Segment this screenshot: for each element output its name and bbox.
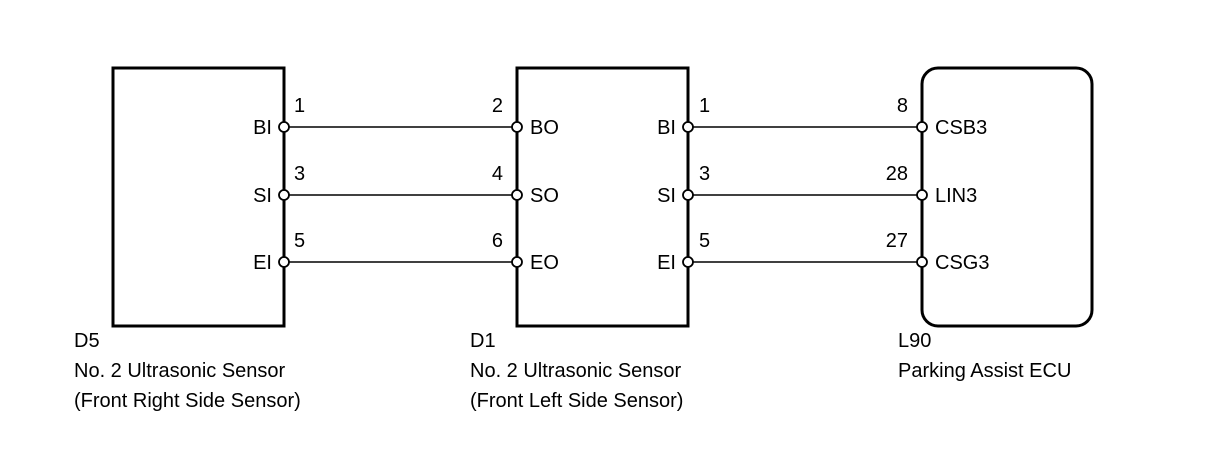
d1-pin-name: BO (530, 117, 559, 139)
d1-pin-number: 4 (492, 163, 503, 185)
l90-code: L90 (898, 330, 931, 352)
d1-code: D1 (470, 330, 496, 352)
l90-pin-number: 28 (886, 163, 908, 185)
terminal-d5-si (278, 189, 290, 201)
terminal-d5-ei (278, 256, 290, 268)
d1-pin-name: EO (530, 252, 559, 274)
l90-pin-name: LIN3 (935, 185, 977, 207)
terminal-l90-csb3 (916, 121, 928, 133)
terminal-d1-bo (511, 121, 523, 133)
terminal-d1-bi (682, 121, 694, 133)
d1-pin-name: SO (530, 185, 559, 207)
d1-pin-name: BI (657, 117, 676, 139)
d5-pin-number: 1 (294, 95, 305, 117)
l90-pin-number: 27 (886, 230, 908, 252)
d5-code: D5 (74, 330, 100, 352)
terminal-d1-si (682, 189, 694, 201)
d1-pin-number: 3 (699, 163, 710, 185)
l90-pin-name: CSG3 (935, 252, 989, 274)
d1-desc: (Front Left Side Sensor) (470, 390, 683, 412)
d5-pin-name: BI (253, 117, 272, 139)
d1-pin-number: 6 (492, 230, 503, 252)
terminal-l90-lin3 (916, 189, 928, 201)
terminal-d1-so (511, 189, 523, 201)
d5-pin-name: SI (253, 185, 272, 207)
d5-pin-number: 3 (294, 163, 305, 185)
d1-pin-number: 5 (699, 230, 710, 252)
terminal-d1-eo (511, 256, 523, 268)
d1-pin-name: SI (657, 185, 676, 207)
terminal-l90-csg3 (916, 256, 928, 268)
d5-pin-number: 5 (294, 230, 305, 252)
d5-name: No. 2 Ultrasonic Sensor (74, 360, 286, 382)
terminal-d1-ei (682, 256, 694, 268)
terminal-d5-bi (278, 121, 290, 133)
d1-pin-name: EI (657, 252, 676, 274)
d1-pin-number: 1 (699, 95, 710, 117)
l90-pin-number: 8 (897, 95, 908, 117)
d5-pin-name: EI (253, 252, 272, 274)
l90-name: Parking Assist ECU (898, 360, 1071, 382)
d1-pin-number: 2 (492, 95, 503, 117)
d5-desc: (Front Right Side Sensor) (74, 390, 301, 412)
d1-name: No. 2 Ultrasonic Sensor (470, 360, 682, 382)
l90-pin-name: CSB3 (935, 117, 987, 139)
